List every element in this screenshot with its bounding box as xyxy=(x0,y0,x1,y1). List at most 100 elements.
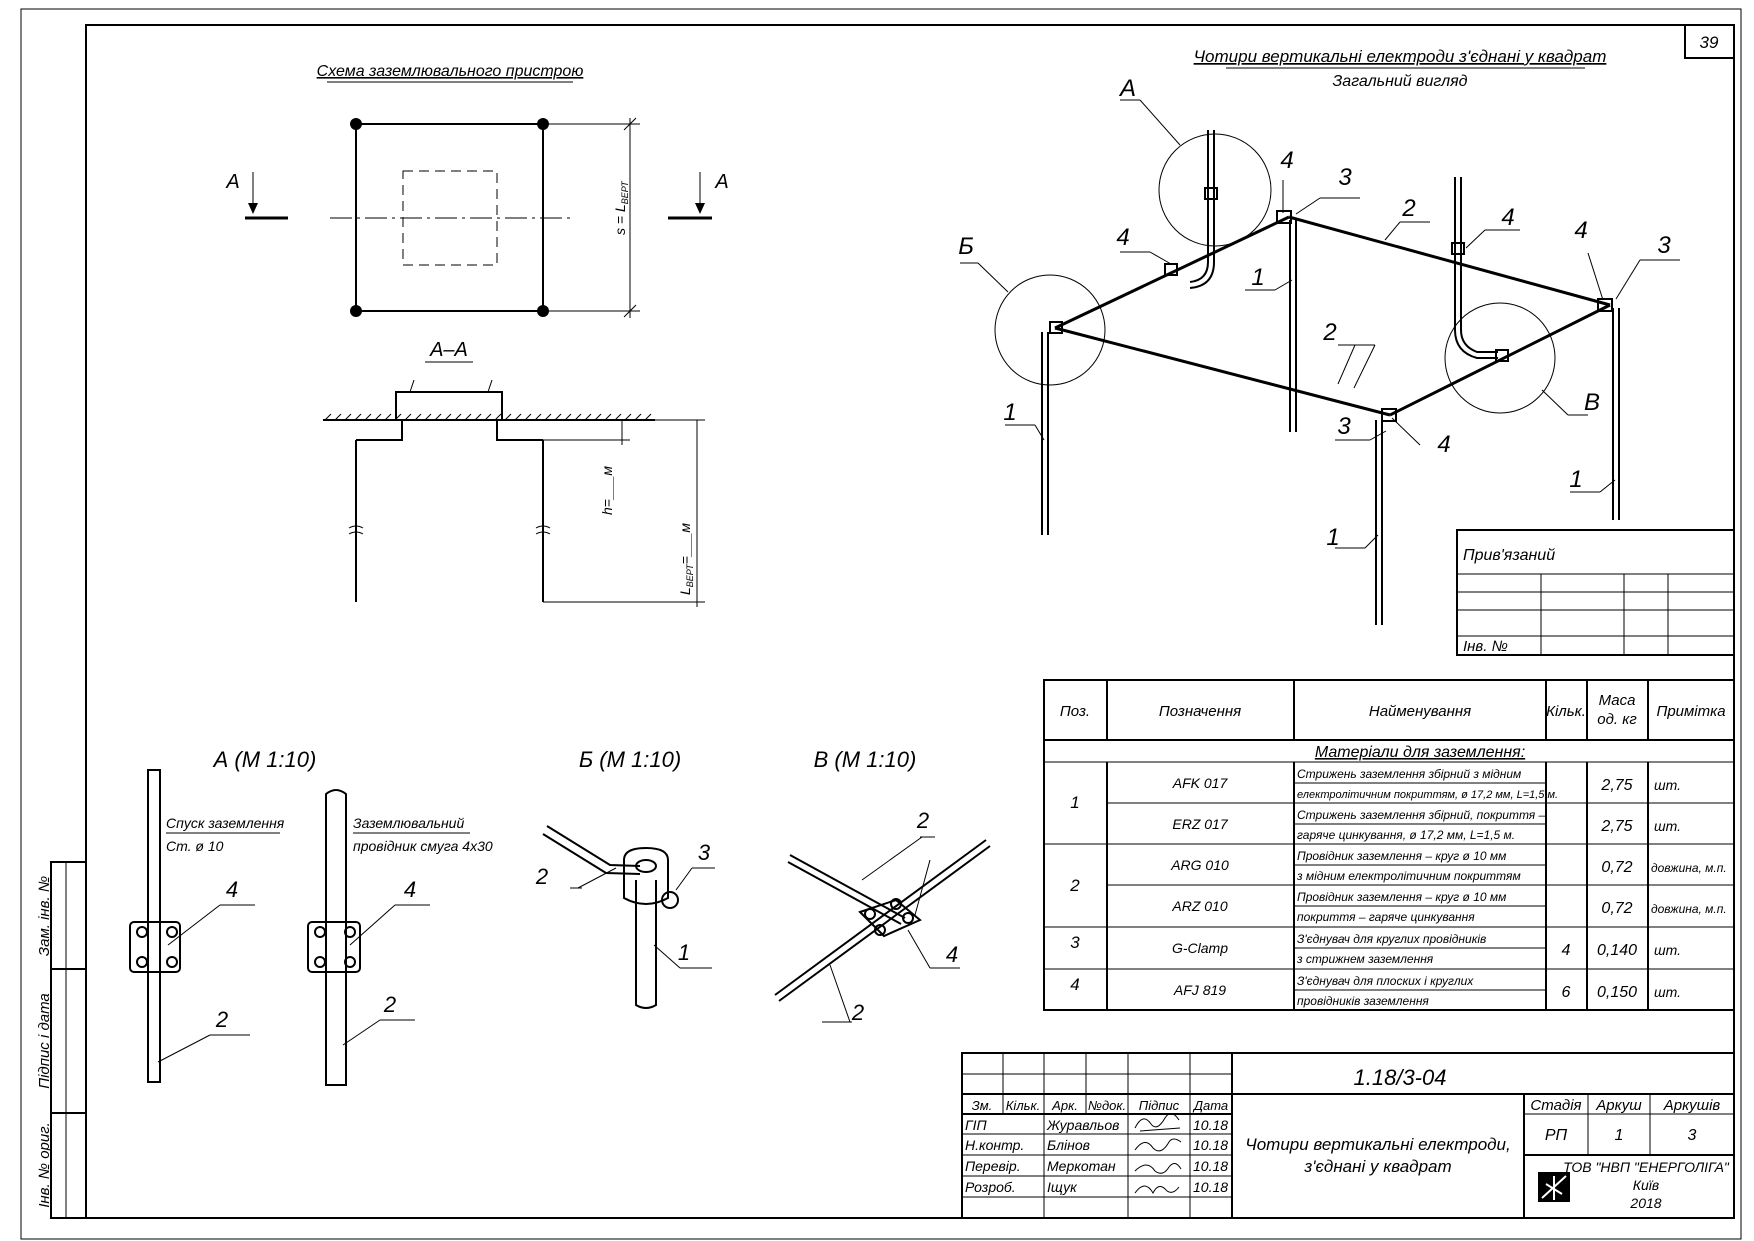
detail-b-pos3: 3 xyxy=(698,840,711,865)
gv-pos-1b: 1 xyxy=(1251,264,1264,291)
sheet-number: 39 xyxy=(1700,33,1719,52)
spec-row3-name-2: з мідним електролітичним покриттям xyxy=(1296,869,1521,883)
side-orig-label: Інв. № ориг. xyxy=(36,1122,53,1208)
detail-a: А (М 1:10) 4 2 Спуск заземлення Ст. ø 10… xyxy=(129,747,493,1086)
detail-a-pos4: 4 xyxy=(226,877,238,902)
spec-row2-mass: 2,75 xyxy=(1600,818,1632,835)
spec-row6-qty: 6 xyxy=(1562,984,1571,1001)
gv-pos-3b: 3 xyxy=(1657,232,1671,259)
gv-pos-1a: 1 xyxy=(1003,399,1016,426)
binding-block: Прив'язаний Інв. № xyxy=(1456,529,1735,656)
detail-b-pos1: 1 xyxy=(678,940,690,965)
gv-pos-4a: 4 xyxy=(1280,147,1293,174)
spec-row5-pos: 3 xyxy=(1070,933,1080,952)
tb-date-3: 10.18 xyxy=(1193,1179,1228,1195)
spec-row6-designation: AFJ 819 xyxy=(1173,982,1226,998)
signature-2 xyxy=(1134,1163,1182,1174)
spec-header-mass: Маса xyxy=(1599,692,1636,709)
spec-row5-name-2: з стрижнем заземлення xyxy=(1296,952,1434,966)
gv-pos-3a: 3 xyxy=(1338,164,1352,191)
tb-role-2: Перевір. xyxy=(965,1158,1021,1174)
spec-row5-designation: G-Clamp xyxy=(1172,940,1228,956)
spec-row3-mass: 0,72 xyxy=(1601,859,1632,876)
spec-row1-pos: 1 xyxy=(1070,793,1079,812)
scheme-dim-s: s = LВЕРТ xyxy=(612,180,630,235)
tb-description-2: з'єднані у квадрат xyxy=(1303,1157,1451,1176)
tb-name-2: Меркотан xyxy=(1047,1158,1116,1174)
detail-a-label2b: провідник смуга 4х30 xyxy=(353,838,493,854)
spec-row6-name-2: провідників заземлення xyxy=(1297,994,1429,1008)
spec-row1-name-1: Стрижень заземлення збірний з мідним xyxy=(1297,767,1521,781)
scheme-title: Схема заземлювального пристрою xyxy=(317,63,584,80)
section-marker-left: А xyxy=(225,171,239,193)
tb-name-0: Журавльов xyxy=(1046,1117,1119,1133)
spec-header-pos: Поз. xyxy=(1060,703,1090,720)
spec-row6-name-1: З'єднувач для плоских і круглих xyxy=(1297,974,1474,988)
tb-name-1: Блінов xyxy=(1047,1137,1090,1153)
general-view-subtitle: Загальний вигляд xyxy=(1332,73,1467,90)
detail-a-strip-pos2: 2 xyxy=(383,992,396,1017)
spec-header-qty: Кільк. xyxy=(1546,703,1586,720)
gv-pos-2b: 2 xyxy=(1322,319,1336,346)
gv-pos-1d: 1 xyxy=(1569,466,1582,493)
callout-a: А xyxy=(1118,75,1136,102)
section-a-a: А–А h=___м LВЕРТ=___м xyxy=(323,339,705,607)
detail-b: Б (М 1:10) 3 2 1 xyxy=(535,747,715,1009)
sheet-number-box xyxy=(1684,24,1735,59)
general-view-title: Чотири вертикальні електроди з'єднані у … xyxy=(1194,47,1607,66)
general-view: Чотири вертикальні електроди з'єднані у … xyxy=(958,47,1680,625)
spec-section-title: Матеріали для заземлення: xyxy=(1315,744,1525,761)
callout-b: Б xyxy=(958,233,974,260)
tb-sheets-header: Аркушів xyxy=(1663,1097,1721,1114)
gv-pos-1c: 1 xyxy=(1326,524,1339,551)
spec-row3-note: довжина, м.п. xyxy=(1651,861,1727,875)
detail-v-pos4: 4 xyxy=(946,942,958,967)
detail-a-pos2: 2 xyxy=(215,1007,228,1032)
detail-v-pos2a: 2 xyxy=(916,808,929,833)
tb-stage-header: Стадія xyxy=(1530,1097,1581,1114)
gv-pos-2a: 2 xyxy=(1401,195,1415,222)
spec-row5-mass: 0,140 xyxy=(1597,942,1637,959)
gv-pos-3c: 3 xyxy=(1337,413,1351,440)
company-logo xyxy=(1538,1172,1570,1202)
binding-inv-no: Інв. № xyxy=(1463,638,1508,655)
spec-row1-mass: 2,75 xyxy=(1600,777,1632,794)
tb-col-kilk: Кільк. xyxy=(1006,1098,1040,1113)
spec-table: Поз. Позначення Найменування Кільк. Маса… xyxy=(1043,679,1735,1011)
tb-role-0: ГІП xyxy=(965,1117,988,1133)
spec-header-note: Примітка xyxy=(1656,703,1725,720)
tb-col-ark: Арк. xyxy=(1051,1098,1078,1113)
spec-row1-name-2: електролітичним покриттям, ø 17,2 мм, L=… xyxy=(1297,789,1558,801)
callout-v: В xyxy=(1584,389,1600,416)
tb-sheet-header: Аркуш xyxy=(1595,1097,1642,1114)
spec-row1-note: шт. xyxy=(1654,777,1681,793)
tb-col-date: Дата xyxy=(1192,1098,1228,1113)
signature-1 xyxy=(1134,1138,1182,1152)
detail-b-title: Б (М 1:10) xyxy=(579,747,681,772)
detail-a-strip-pos4: 4 xyxy=(404,877,416,902)
spec-row6-pos: 4 xyxy=(1070,975,1079,994)
grounding-scheme: Схема заземлювального пристрою s = LВЕРТ… xyxy=(225,63,729,318)
tb-date-2: 10.18 xyxy=(1193,1158,1228,1174)
gv-pos-4b: 4 xyxy=(1116,224,1129,251)
binding-title: Прив'язаний xyxy=(1463,547,1555,564)
spec-row6-note: шт. xyxy=(1654,984,1681,1000)
section-marker-right: А xyxy=(714,171,728,193)
spec-row4-name-2: покриття – гаряче цинкування xyxy=(1297,910,1475,924)
spec-row4-note: довжина, м.п. xyxy=(1651,902,1727,916)
gv-pos-4d: 4 xyxy=(1574,217,1587,244)
spec-row2-designation: ERZ 017 xyxy=(1172,816,1228,832)
dim-h: h=___м xyxy=(599,466,615,515)
tb-date-1: 10.18 xyxy=(1193,1137,1228,1153)
tb-description-1: Чотири вертикальні електроди, xyxy=(1245,1135,1510,1154)
tb-sheets: 3 xyxy=(1688,1127,1697,1144)
detail-a-label2: Заземлювальний xyxy=(353,815,464,831)
spec-row2-note: шт. xyxy=(1654,818,1681,834)
tb-stage: РП xyxy=(1545,1127,1568,1144)
tb-sheet: 1 xyxy=(1615,1127,1624,1144)
gv-pos-4c: 4 xyxy=(1501,204,1514,231)
title-block: 1.18/3-04 Зм. Кільк. Арк. №док. Підпис Д… xyxy=(961,1052,1735,1219)
tb-date-0: 10.18 xyxy=(1193,1117,1228,1133)
tb-col-ndok: №док. xyxy=(1088,1098,1126,1113)
